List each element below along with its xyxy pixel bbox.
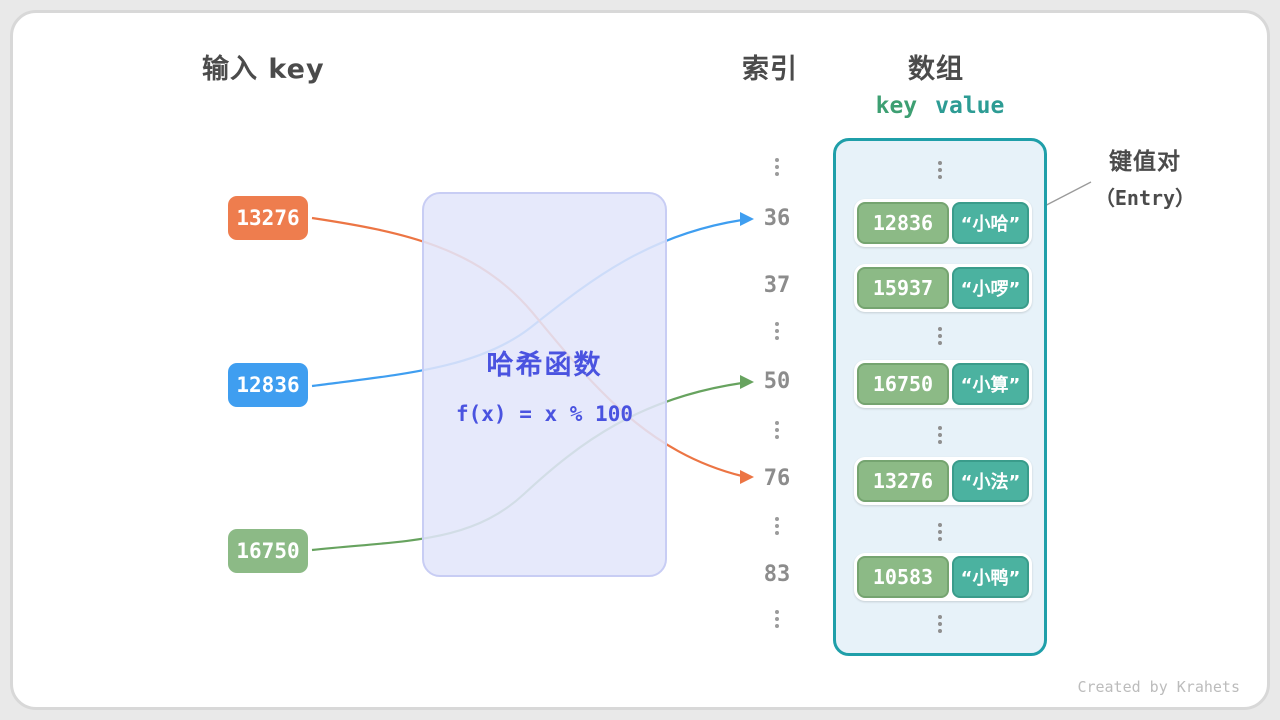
entry-annotation: 键值对 （Entry） bbox=[1075, 142, 1215, 211]
hash-function-box: 哈希函数 f(x) = x % 100 bbox=[422, 192, 667, 577]
ellipsis-icon bbox=[775, 158, 779, 176]
input-key-box-16750: 16750 bbox=[228, 529, 308, 573]
ellipsis-icon bbox=[938, 615, 942, 633]
input-key-box-12836: 12836 bbox=[228, 363, 308, 407]
annotation-line1: 键值对 bbox=[1109, 149, 1181, 175]
watermark: Created by Krahets bbox=[1077, 678, 1240, 696]
entry-key-cell: 12836 bbox=[857, 202, 949, 244]
ellipsis-icon bbox=[775, 517, 779, 535]
entry-key-cell: 16750 bbox=[857, 363, 949, 405]
ellipsis-icon bbox=[938, 327, 942, 345]
ellipsis-icon bbox=[775, 421, 779, 439]
ellipsis-icon bbox=[775, 610, 779, 628]
header-array: 数组 bbox=[908, 54, 964, 85]
entry-value-cell: “小啰” bbox=[952, 267, 1029, 309]
array-container: 12836 “小哈” 15937 “小啰” 16750 “小算” 13276 “… bbox=[833, 138, 1047, 656]
index-value-36: 36 bbox=[763, 206, 791, 231]
entry-value-cell: “小法” bbox=[952, 460, 1029, 502]
key-column-label: key bbox=[875, 93, 918, 119]
index-value-37: 37 bbox=[763, 273, 791, 298]
index-value-76: 76 bbox=[763, 466, 791, 491]
ellipsis-icon bbox=[938, 426, 942, 444]
entry-value-cell: “小哈” bbox=[952, 202, 1029, 244]
ellipsis-icon bbox=[938, 523, 942, 541]
annotation-line2: （Entry） bbox=[1094, 186, 1196, 210]
hash-function-formula: f(x) = x % 100 bbox=[455, 402, 633, 426]
input-key-box-13276: 13276 bbox=[228, 196, 308, 240]
ellipsis-icon bbox=[938, 161, 942, 179]
index-value-50: 50 bbox=[763, 369, 791, 394]
ellipsis-icon bbox=[775, 322, 779, 340]
entry-value-cell: “小鸭” bbox=[952, 556, 1029, 598]
entry-key-cell: 13276 bbox=[857, 460, 949, 502]
entry-value-cell: “小算” bbox=[952, 363, 1029, 405]
entry-key-cell: 10583 bbox=[857, 556, 949, 598]
entry-key-cell: 15937 bbox=[857, 267, 949, 309]
key-value-header: key value bbox=[845, 93, 1035, 119]
value-column-label: value bbox=[935, 93, 1005, 119]
entry-row: 15937 “小啰” bbox=[854, 264, 1032, 312]
header-index: 索引 bbox=[742, 54, 798, 85]
entry-row: 10583 “小鸭” bbox=[854, 553, 1032, 601]
entry-row: 16750 “小算” bbox=[854, 360, 1032, 408]
entry-row: 12836 “小哈” bbox=[854, 199, 1032, 247]
index-value-83: 83 bbox=[763, 562, 791, 587]
header-input-key: 输入 key bbox=[202, 54, 325, 85]
entry-row: 13276 “小法” bbox=[854, 457, 1032, 505]
hash-function-title: 哈希函数 bbox=[486, 350, 603, 381]
